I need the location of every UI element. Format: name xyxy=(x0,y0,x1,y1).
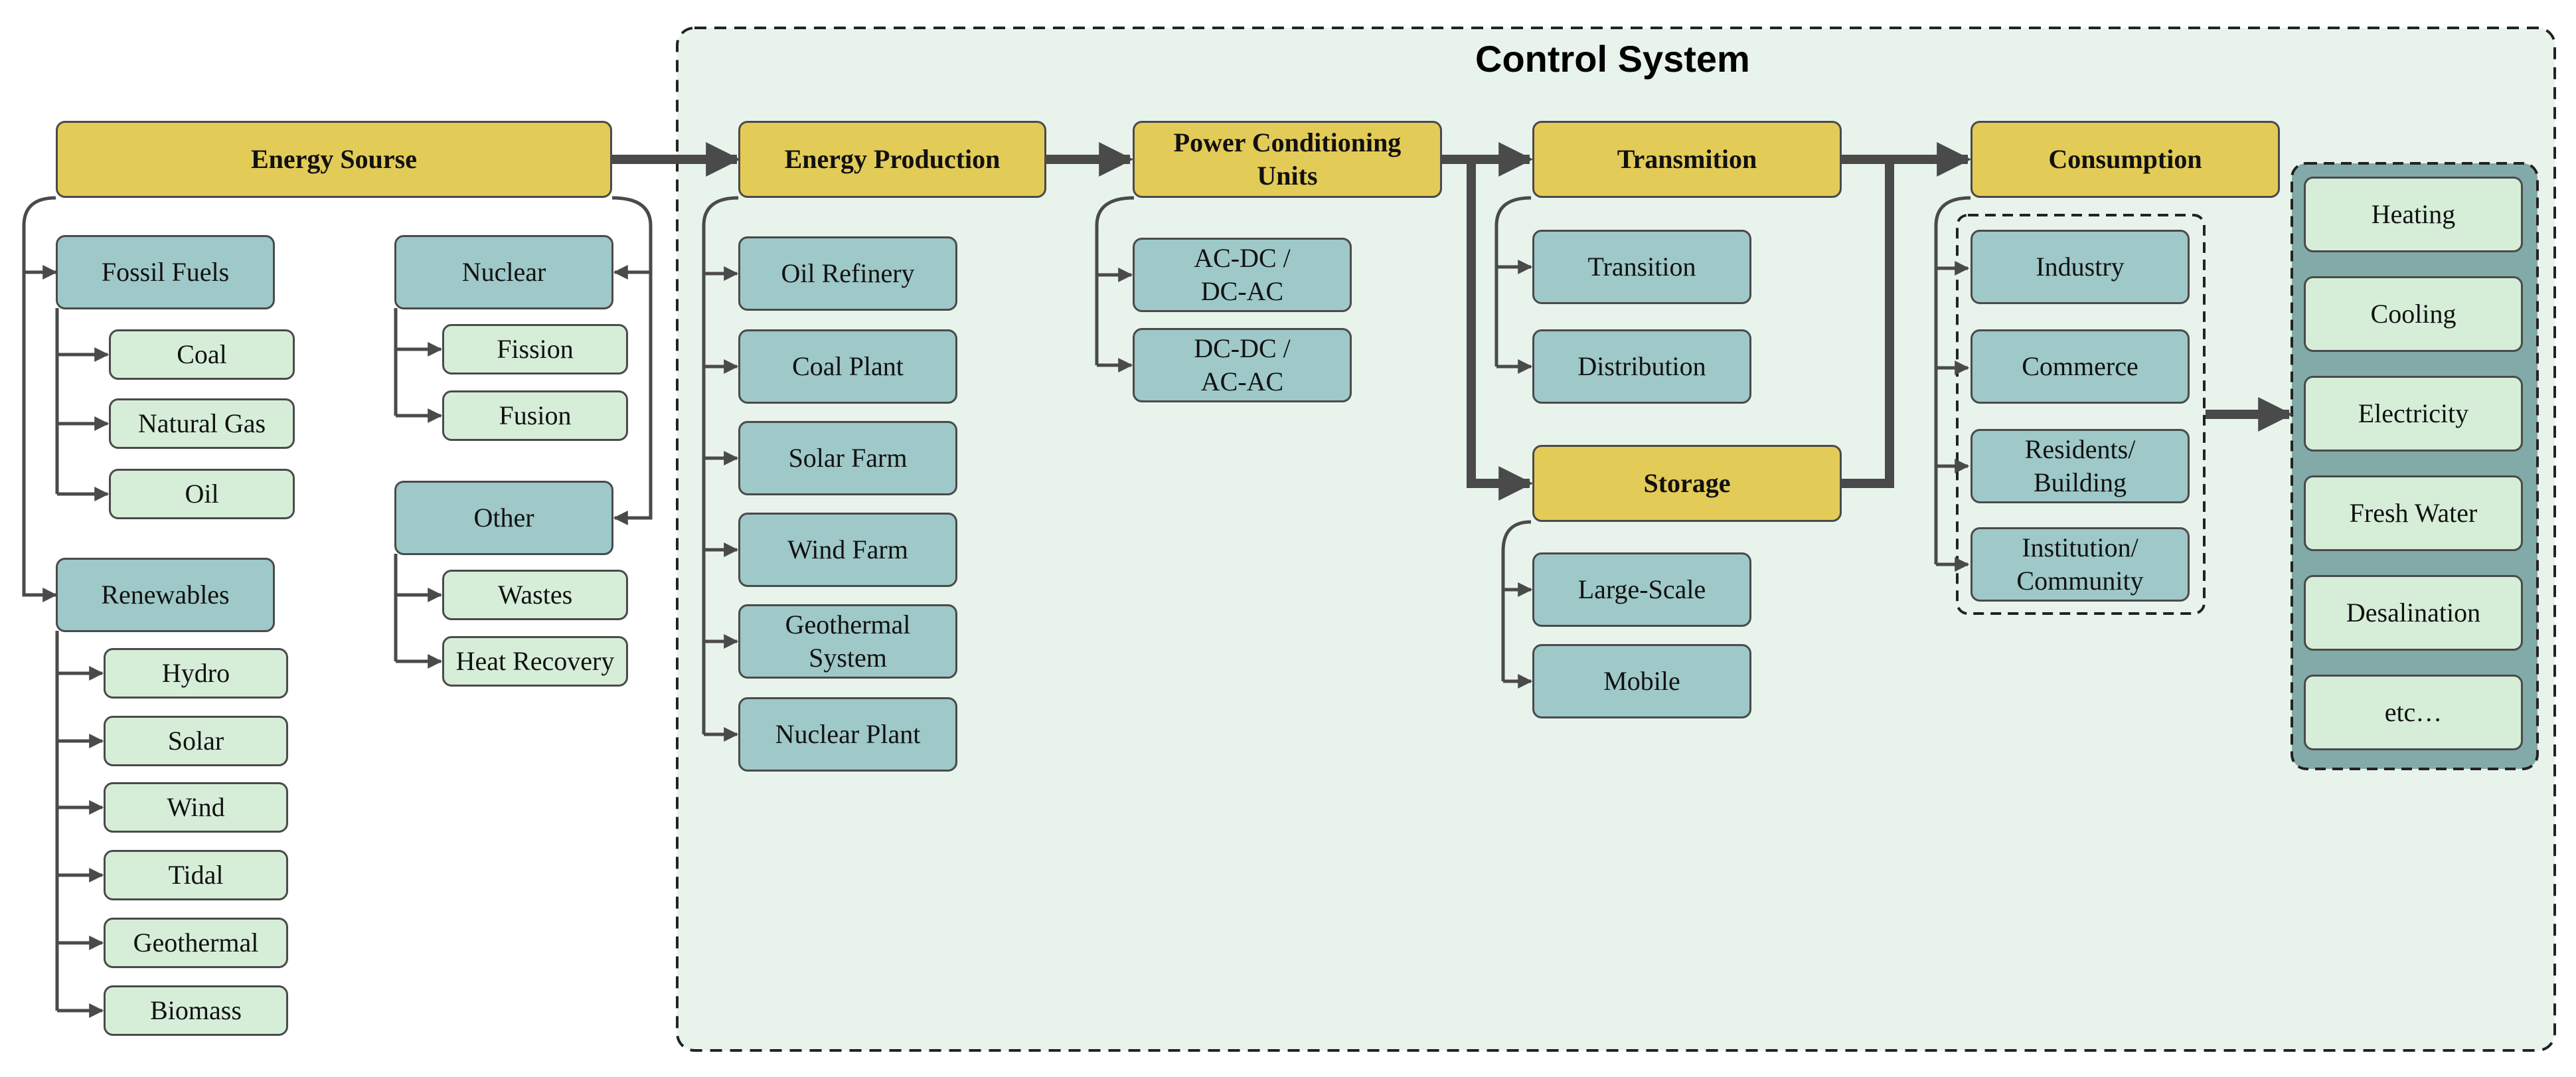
ac-dc-box: AC-DC / DC-AC xyxy=(1133,238,1352,312)
wind-box: Wind xyxy=(104,782,288,833)
coal-plant-box: Coal Plant xyxy=(738,329,957,404)
heat-recovery-box: Heat Recovery xyxy=(442,636,628,687)
connector-source-nuclear xyxy=(611,196,653,280)
energy-source-header: Energy Sourse xyxy=(56,121,612,198)
wind-farm-box: Wind Farm xyxy=(738,513,957,587)
renewables-box: Renewables xyxy=(56,558,275,632)
connector-conditioning-items xyxy=(1095,196,1135,365)
flow-conditioning-to-storage xyxy=(1467,159,1534,501)
fresh-water-box: Fresh Water xyxy=(2304,475,2523,551)
large-scale-box: Large-Scale xyxy=(1532,552,1751,627)
nuclear-plant-box: Nuclear Plant xyxy=(738,697,957,772)
oil-box: Oil xyxy=(109,469,295,519)
control-system-title: Control System xyxy=(1475,38,1750,80)
transmission-header: Transmition xyxy=(1532,121,1842,198)
transition-box: Transition xyxy=(1532,230,1751,304)
solar-farm-box: Solar Farm xyxy=(738,421,957,495)
fission-box: Fission xyxy=(442,324,628,374)
mobile-box: Mobile xyxy=(1532,644,1751,718)
dc-dc-box: DC-DC / AC-AC xyxy=(1133,328,1352,402)
oil-refinery-box: Oil Refinery xyxy=(738,236,957,311)
institution-community-box: Institution/ Community xyxy=(1971,527,2190,602)
hydro-box: Hydro xyxy=(104,648,288,699)
heating-box: Heating xyxy=(2304,177,2523,252)
industry-box: Industry xyxy=(1971,230,2190,304)
power-conditioning-header: Power Conditioning Units xyxy=(1133,121,1442,198)
geothermal-system-box: Geothermal System xyxy=(738,604,957,679)
other-box: Other xyxy=(394,481,613,555)
consumption-header: Consumption xyxy=(1971,121,2280,198)
energy-production-header: Energy Production xyxy=(738,121,1046,198)
electricity-box: Electricity xyxy=(2304,376,2523,452)
storage-header: Storage xyxy=(1532,445,1842,522)
connector-production-items xyxy=(702,196,739,734)
connector-source-other xyxy=(613,266,653,525)
nuclear-box: Nuclear xyxy=(394,235,613,309)
tidal-box: Tidal xyxy=(104,850,288,900)
natural-gas-box: Natural Gas xyxy=(109,398,295,449)
connector-consumption-items xyxy=(1934,196,1971,564)
flow-storage-to-consumption xyxy=(1842,159,1894,488)
fusion-box: Fusion xyxy=(442,390,628,441)
connector-source-renewables xyxy=(22,266,58,602)
connector-source-fossil xyxy=(22,196,58,280)
solar-box: Solar xyxy=(104,716,288,766)
distribution-box: Distribution xyxy=(1532,329,1751,404)
connector-transmission-items xyxy=(1494,196,1532,367)
consumption-sector-group xyxy=(1956,214,2206,615)
biomass-box: Biomass xyxy=(104,985,288,1036)
connector-storage-items xyxy=(1501,520,1532,681)
commerce-box: Commerce xyxy=(1971,329,2190,404)
residents-building-box: Residents/ Building xyxy=(1971,429,2190,503)
wastes-box: Wastes xyxy=(442,570,628,620)
desalination-box: Desalination xyxy=(2304,575,2523,651)
etc-box: etc… xyxy=(2304,675,2523,750)
coal-box: Coal xyxy=(109,329,295,380)
cooling-box: Cooling xyxy=(2304,276,2523,352)
fossil-fuels-box: Fossil Fuels xyxy=(56,235,275,309)
geothermal-box: Geothermal xyxy=(104,918,288,968)
